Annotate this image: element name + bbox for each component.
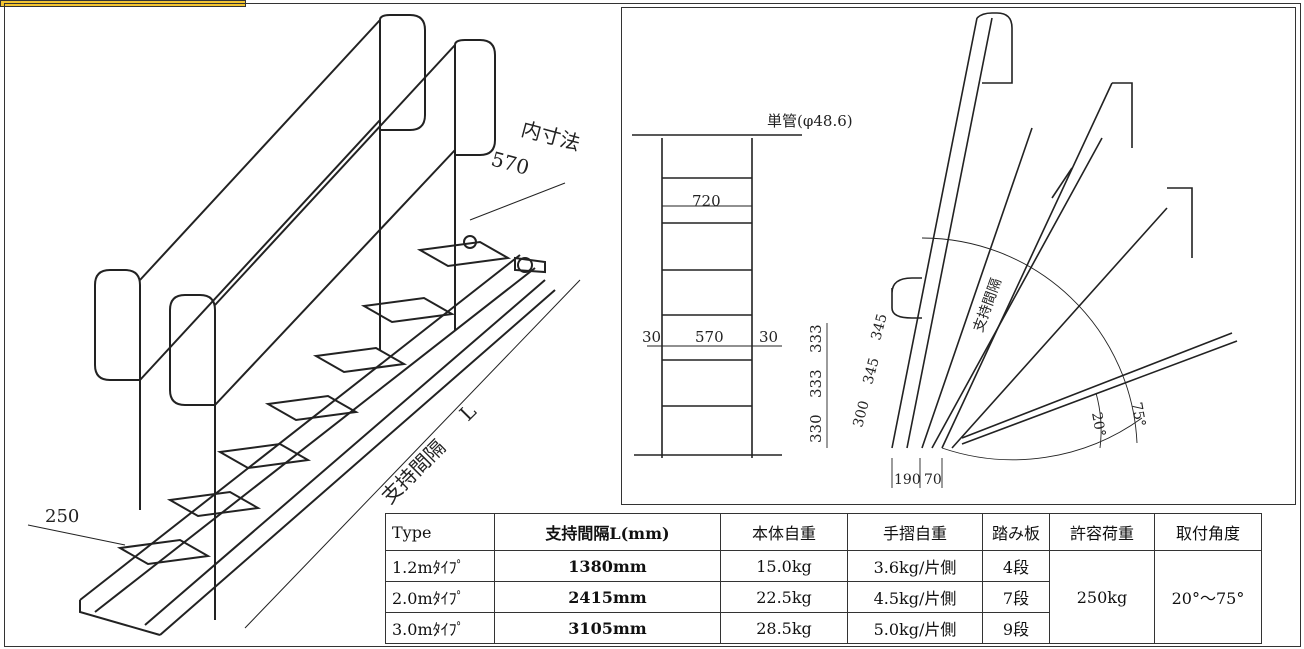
angle-20: 20° [1088, 411, 1108, 438]
inner-dim-label: 内寸法 [519, 117, 583, 156]
stair-treads [116, 240, 512, 566]
header-span: 支持間隔L(mm) [494, 513, 721, 551]
cell-body-weight: 28.5kg [720, 612, 848, 644]
cell-treads: 9段 [982, 612, 1050, 644]
cell-mount-angle: 20°～75° [1154, 550, 1262, 644]
dim-30-right: 30 [759, 328, 778, 346]
orthographic-panel: 単管(φ48.6) 720 30 570 30 333 333 330 345 … [621, 7, 1296, 505]
cell-span: 2415mm [494, 581, 721, 613]
handrail-right [169, 39, 496, 620]
cell-allowable-load: 250kg [1049, 550, 1155, 644]
span-symbol: L [455, 399, 481, 425]
cell-type: 1.2mﾀｲﾌﾟ [385, 550, 495, 582]
cell-span: 3105mm [494, 612, 721, 644]
table-row: 2.0mﾀｲﾌﾟ 2415mm 22.5kg 4.5kg/片側 7段 [385, 581, 1262, 613]
dim-190: 190 [894, 472, 921, 488]
right-stringer [144, 279, 546, 626]
spec-table-header-row: Type 支持間隔L(mm) 本体自重 手摺自重 踏み板 許容荷重 取付角度 [385, 513, 1262, 551]
dim-333-top: 333 [807, 324, 825, 353]
cell-treads: 7段 [982, 581, 1050, 613]
dim-333-mid: 333 [807, 369, 825, 398]
dim-30-left: 30 [642, 328, 661, 346]
header-treads: 踏み板 [982, 513, 1050, 551]
stair-isometric-drawing: 内寸法 570 支持間隔 L 250 [27, 14, 583, 636]
width-dim-value: 250 [45, 506, 79, 527]
width-dim-line [27, 524, 126, 546]
cell-body-weight: 15.0kg [720, 550, 848, 582]
drawing-frame [4, 3, 1301, 647]
cell-type: 2.0mﾀｲﾌﾟ [385, 581, 495, 613]
header-allowable-load: 許容荷重 [1049, 513, 1155, 551]
table-row: 3.0mﾀｲﾌﾟ 3105mm 28.5kg 5.0kg/片側 9段 [385, 612, 1262, 644]
inner-dim-line [469, 182, 566, 221]
table-row: 1.2mﾀｲﾌﾟ 1380mm 15.0kg 3.6kg/片側 4段 250kg… [385, 550, 1262, 644]
dim-70: 70 [924, 472, 942, 488]
span-label: 支持間隔 [377, 435, 451, 509]
header-handrail-weight: 手摺自重 [847, 513, 983, 551]
cell-handrail-weight: 3.6kg/片側 [847, 550, 983, 582]
cell-handrail-weight: 5.0kg/片側 [847, 612, 983, 644]
cell-handrail-weight: 4.5kg/片側 [847, 581, 983, 613]
orthographic-drawing: 単管(φ48.6) 720 30 570 30 333 333 330 345 … [632, 12, 1238, 488]
dim-345-top: 345 [868, 312, 890, 342]
pipe-label: 単管(φ48.6) [767, 112, 853, 130]
header-type: Type [385, 513, 495, 551]
dim-345-mid: 345 [860, 356, 882, 386]
side-view-stair [891, 12, 1238, 449]
header-mount-angle: 取付角度 [1154, 513, 1262, 551]
dim-570: 570 [695, 328, 724, 346]
cell-treads: 4段 [982, 550, 1050, 582]
inner-dim-value: 570 [489, 147, 532, 180]
dim-300: 300 [850, 399, 872, 429]
span-dim-line [244, 279, 581, 629]
dim-330: 330 [807, 414, 825, 443]
cell-span: 1380mm [494, 550, 721, 582]
dim-720: 720 [692, 192, 721, 210]
cell-body-weight: 22.5kg [720, 581, 848, 613]
left-stringer [79, 254, 521, 601]
top-view-ladder [632, 134, 802, 458]
handrail-left [94, 14, 426, 510]
spec-table: Type 支持間隔L(mm) 本体自重 手摺自重 踏み板 許容荷重 取付角度 1… [385, 513, 1262, 644]
cell-type: 3.0mﾀｲﾌﾟ [385, 612, 495, 644]
header-body-weight: 本体自重 [720, 513, 848, 551]
angle-75: 75° [1128, 401, 1148, 428]
